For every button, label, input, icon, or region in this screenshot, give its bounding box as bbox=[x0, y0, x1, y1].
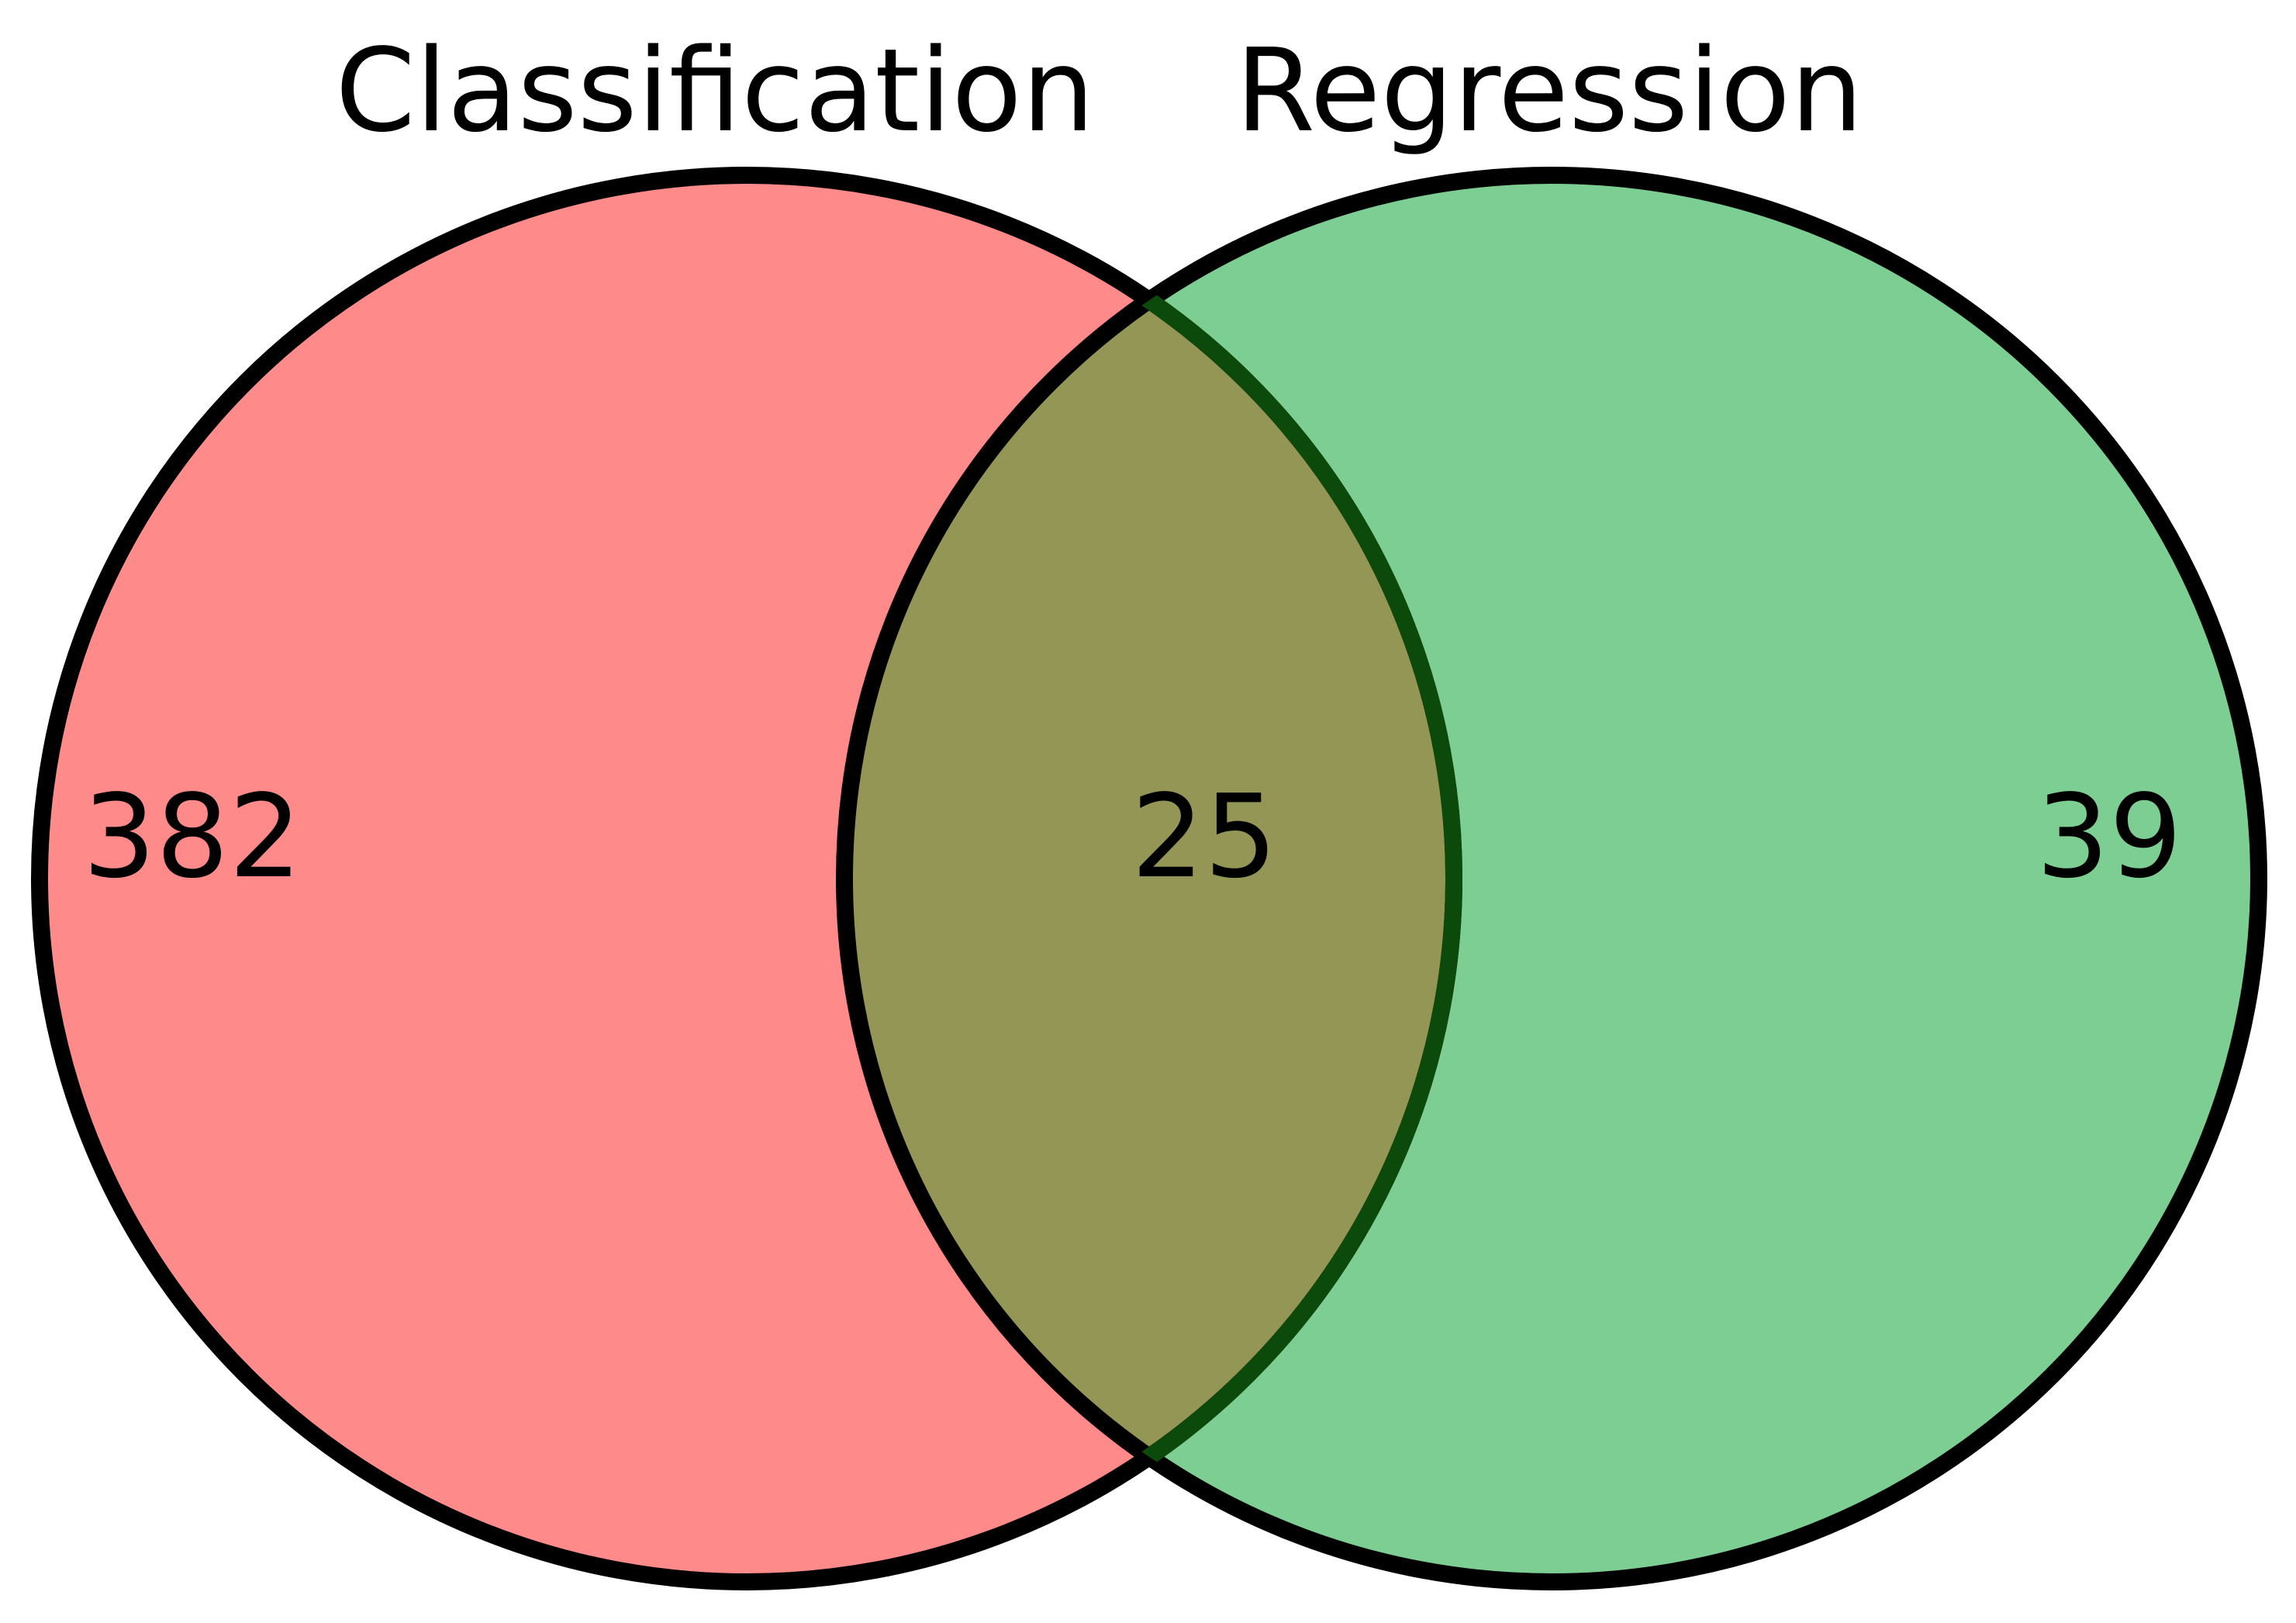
count-classification-only: 382 bbox=[83, 770, 302, 903]
overlap-right-edge bbox=[844, 175, 1462, 1582]
overlap-region bbox=[844, 175, 1454, 1582]
count-regression-only: 39 bbox=[2036, 770, 2182, 903]
circle-regression-outline bbox=[836, 167, 2267, 1590]
set-label-regression: Regression bbox=[1235, 24, 1863, 157]
count-overlap: 25 bbox=[1131, 770, 1277, 903]
set-label-classification: Classification bbox=[335, 24, 1094, 157]
